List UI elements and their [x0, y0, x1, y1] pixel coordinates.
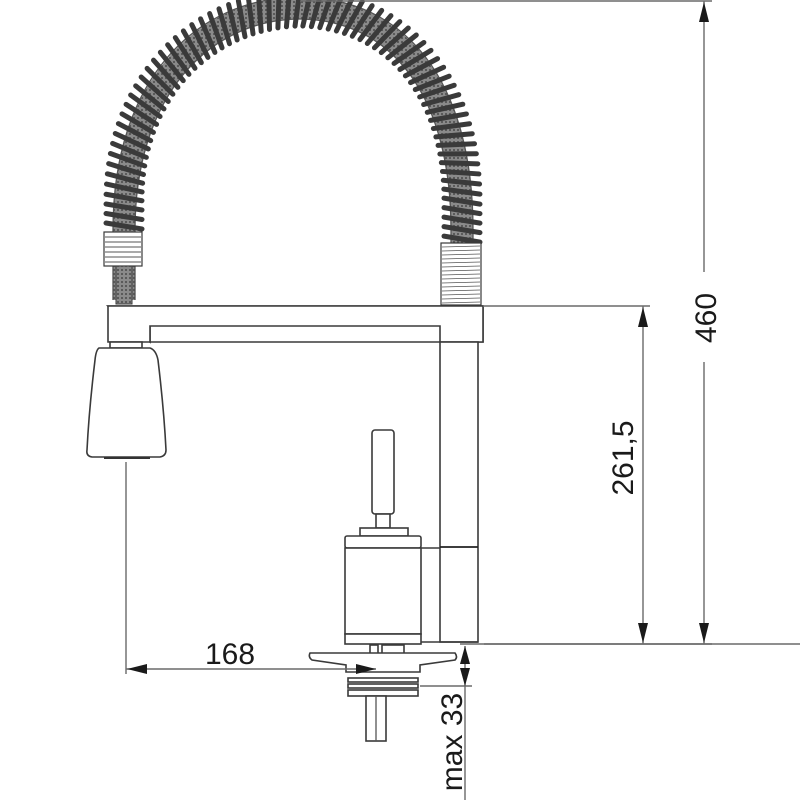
dimension-label-261-5: 261,5: [607, 420, 640, 495]
mounting-shank: [365, 695, 387, 742]
dimension-max-thickness: max 33: [420, 643, 800, 800]
base-plate: [308, 644, 458, 697]
dimension-reach: 168: [125, 462, 376, 674]
dimension-label-460: 460: [690, 293, 723, 343]
dimension-label-max-33: max 33: [436, 693, 469, 791]
vertical-column: [439, 341, 479, 643]
mixer-body: [344, 535, 478, 645]
lever-handle: [359, 429, 409, 537]
spray-head: [86, 341, 167, 459]
left-hose-sleeve: [103, 231, 143, 267]
spring-hose: [103, 0, 483, 306]
dimension-label-168: 168: [205, 638, 255, 671]
dimension-spout-height: 261,5: [483, 305, 650, 644]
